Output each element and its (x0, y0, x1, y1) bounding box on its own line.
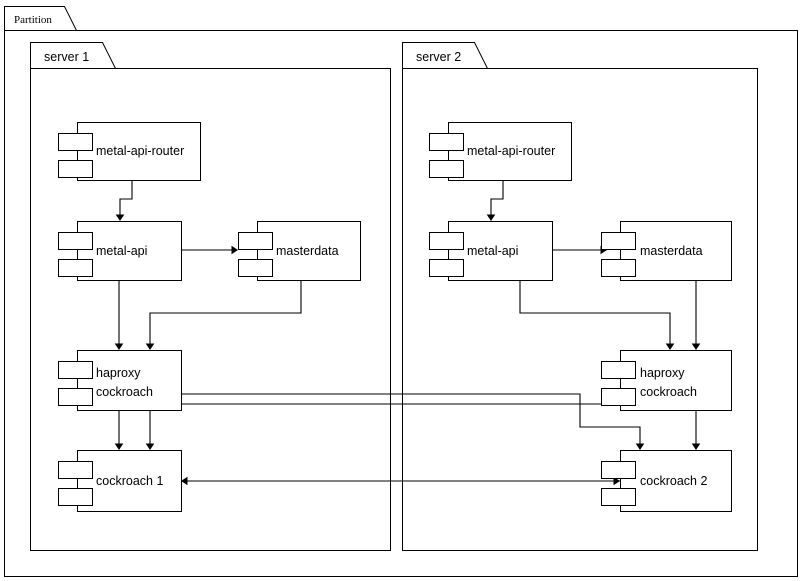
connector-line-router1-to-metalapi1 (119, 180, 133, 215)
component-tab-upper-cockroach-2 (601, 461, 636, 479)
connector-arrowhead-haproxy1-to-cockroach2 (635, 443, 645, 450)
component-haproxy-cockroach-1[interactable]: haproxy cockroach (58, 350, 182, 411)
component-label-cockroach-2: cockroach 2 (640, 474, 707, 488)
component-label-metal-api-1: metal-api (96, 244, 147, 258)
component-tab-lower-haproxy-cockroach-1 (58, 388, 93, 406)
component-body-metal-api-1[interactable] (77, 221, 182, 281)
component-tab-upper-cockroach-1 (58, 461, 93, 479)
component-metal-api-router-2[interactable]: metal-api-router (429, 122, 572, 181)
component-body-haproxy-cockroach-2[interactable] (620, 350, 732, 411)
partition-label: Partition (14, 14, 52, 26)
connector-haproxy2-to-cockroach2 (691, 410, 701, 450)
component-masterdata-1[interactable]: masterdata (238, 221, 361, 281)
connector-haproxy2-to-cockroach1 (145, 403, 620, 450)
component-body-cockroach-2[interactable] (620, 450, 732, 512)
component-cockroach-1[interactable]: cockroach 1 (58, 450, 182, 512)
component-tab-lower-masterdata-1 (238, 259, 273, 277)
component-tab-upper-haproxy-cockroach-2 (601, 361, 636, 379)
connector-router2-to-metalapi2 (486, 180, 504, 221)
component-metal-api-router-1[interactable]: metal-api-router (58, 122, 201, 181)
connector-line-masterdata1-to-haproxy1 (149, 280, 302, 344)
component-label-line-haproxy-cockroach-1-1: cockroach (96, 385, 153, 399)
connector-line-metalapi2-to-haproxy2 (519, 280, 671, 344)
component-tab-upper-masterdata-2 (601, 232, 636, 250)
connector-router1-to-metalapi1 (115, 180, 133, 221)
connector-metalapi2-to-haproxy2 (519, 280, 675, 350)
component-label-masterdata-1: masterdata (276, 244, 339, 258)
frame-tab-server-2 (402, 42, 489, 69)
component-body-masterdata-1[interactable] (257, 221, 361, 281)
component-tab-upper-masterdata-1 (238, 232, 273, 250)
component-label-haproxy-cockroach-1: haproxy cockroach (96, 366, 153, 399)
connector-metalapi1-to-haproxy1 (114, 280, 124, 350)
component-tab-lower-cockroach-2 (601, 488, 636, 506)
component-label-haproxy-cockroach-2: haproxy cockroach (640, 366, 697, 399)
connector-arrowhead-metalapi1-to-masterdata1 (231, 245, 238, 255)
component-cockroach-2[interactable]: cockroach 2 (601, 450, 732, 512)
connector-arrowhead-metalapi1-to-haproxy1 (114, 343, 124, 350)
component-tab-lower-metal-api-2 (429, 259, 464, 277)
component-tab-upper-haproxy-cockroach-1 (58, 361, 93, 379)
component-tab-lower-metal-api-1 (58, 259, 93, 277)
component-metal-api-2[interactable]: metal-api (429, 221, 553, 281)
connectors-layer (114, 180, 701, 486)
connector-line-haproxy1-to-cockroach2 (181, 393, 641, 444)
component-metal-api-1[interactable]: metal-api (58, 221, 182, 281)
components-layer: metal-api-router metal-api masterdata hapro… (58, 122, 732, 512)
component-label-line-haproxy-cockroach-2-0: haproxy (640, 366, 685, 380)
component-tab-upper-metal-api-2 (429, 232, 464, 250)
component-label-masterdata-2: masterdata (640, 244, 703, 258)
connector-arrowhead-haproxy2-to-cockroach1 (145, 443, 155, 450)
component-tab-lower-metal-api-router-2 (429, 160, 464, 178)
connector-arrowhead-haproxy1-to-cockroach1 (114, 443, 124, 450)
component-label-metal-api-router-1: metal-api-router (96, 144, 184, 158)
frame-label-server-1: server 1 (44, 50, 89, 64)
frame-label-server-2: server 2 (416, 50, 461, 64)
component-body-metal-api-2[interactable] (448, 221, 553, 281)
connector-metalapi1-to-masterdata1 (181, 245, 238, 255)
component-haproxy-cockroach-2[interactable]: haproxy cockroach (601, 350, 732, 411)
connector-arrowhead-masterdata1-to-haproxy1 (145, 343, 155, 350)
component-tab-upper-metal-api-router-1 (58, 133, 93, 151)
connector-haproxy1-to-cockroach2 (181, 393, 645, 450)
component-masterdata-2[interactable]: masterdata (601, 221, 732, 281)
component-body-cockroach-1[interactable] (77, 450, 182, 512)
component-tab-lower-masterdata-2 (601, 259, 636, 277)
frame-tab-server-1 (30, 42, 117, 69)
component-tab-lower-metal-api-router-1 (58, 160, 93, 178)
connector-arrowhead-metalapi2-to-haproxy2 (665, 343, 675, 350)
connector-arrowhead-router1-to-metalapi1 (115, 214, 125, 221)
component-label-cockroach-1: cockroach 1 (96, 474, 163, 488)
component-tab-lower-cockroach-1 (58, 488, 93, 506)
component-tab-upper-metal-api-1 (58, 232, 93, 250)
component-tab-lower-haproxy-cockroach-2 (601, 388, 636, 406)
component-label-line-haproxy-cockroach-2-1: cockroach (640, 385, 697, 399)
component-body-metal-api-router-1[interactable] (77, 122, 201, 181)
component-label-line-haproxy-cockroach-1-0: haproxy (96, 366, 141, 380)
connector-line-haproxy2-to-cockroach1 (149, 403, 620, 444)
component-label-metal-api-router-2: metal-api-router (467, 144, 555, 158)
connector-masterdata2-to-haproxy2 (691, 280, 701, 350)
connector-arrowhead-haproxy2-to-cockroach2 (691, 443, 701, 450)
component-tab-upper-metal-api-router-2 (429, 133, 464, 151)
connector-masterdata1-to-haproxy1 (145, 280, 302, 350)
connector-haproxy1-to-cockroach1 (114, 410, 124, 450)
component-body-metal-api-router-2[interactable] (448, 122, 572, 181)
partition-tab (4, 6, 78, 31)
connector-arrowhead-router2-to-metalapi2 (486, 214, 496, 221)
connector-arrowhead-masterdata2-to-haproxy2 (691, 343, 701, 350)
component-label-metal-api-2: metal-api (467, 244, 518, 258)
connector-line-router2-to-metalapi2 (490, 180, 504, 215)
component-body-haproxy-cockroach-1[interactable] (77, 350, 182, 411)
component-body-masterdata-2[interactable] (620, 221, 732, 281)
